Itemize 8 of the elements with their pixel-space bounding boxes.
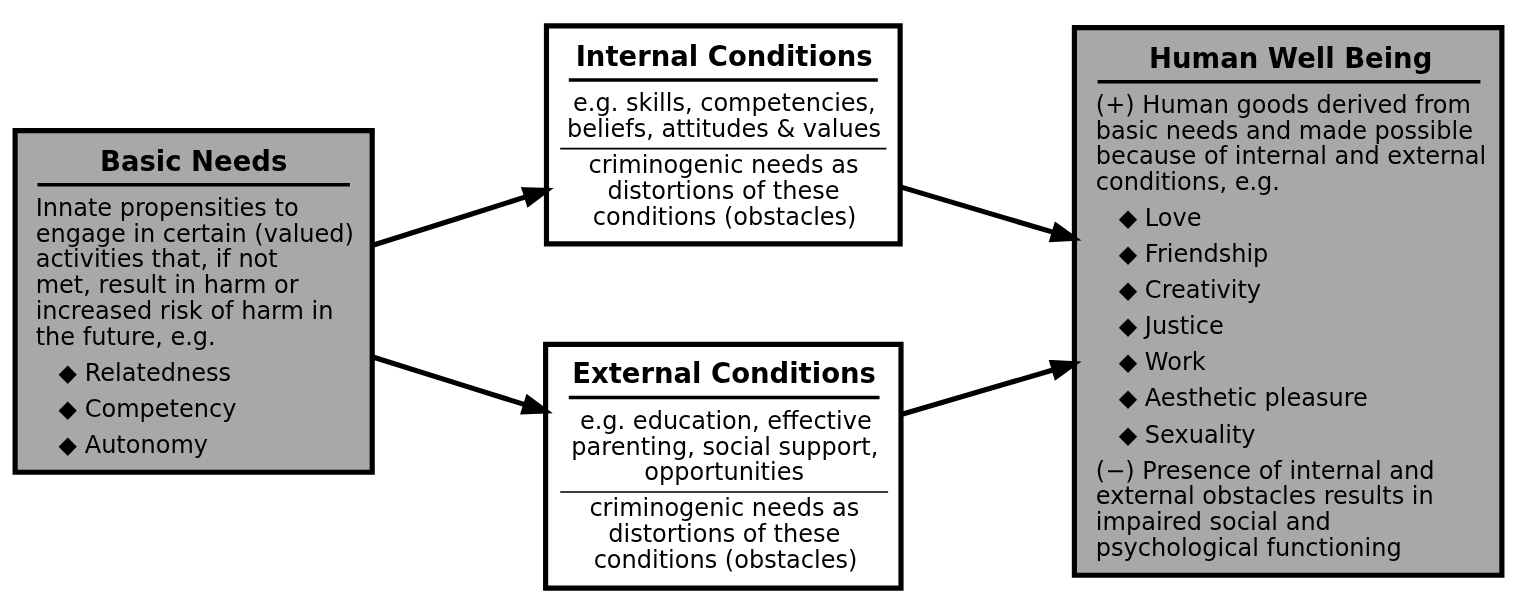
arrow xyxy=(900,359,1082,417)
arrow xyxy=(372,354,553,414)
node-box: Human Well Being (+) Human goods derived from basic needs and made possible because of internal and external conditions, e.g. ◆ Love ◆ Friendship ◆ Creativity ◆ Justice ◆ Work ◆ Aesthetic pleasure ◆ Sexuality (−) Presence of internal and external obstacles results in impaired social and psychological functioning xyxy=(1071,24,1505,578)
node-box: Internal Conditions e.g. skills, competencies, beliefs, attitudes & values criminogenic needs as distortions of these conditions (obstacles) xyxy=(543,22,903,246)
node-box: Basic Needs Innate propensities to engage in certain (valued) activities that, if not met, result in harm or increased risk of harm in the future, e.g. ◆ Relatedness ◆ Competency ◆ Autonomy xyxy=(12,127,375,475)
node-box: External Conditions e.g. education, effective parenting, social support, opportunities criminogenic needs as distortions of these conditions (obstacles) xyxy=(543,341,904,591)
arrow xyxy=(372,186,554,248)
arrow xyxy=(899,183,1082,242)
